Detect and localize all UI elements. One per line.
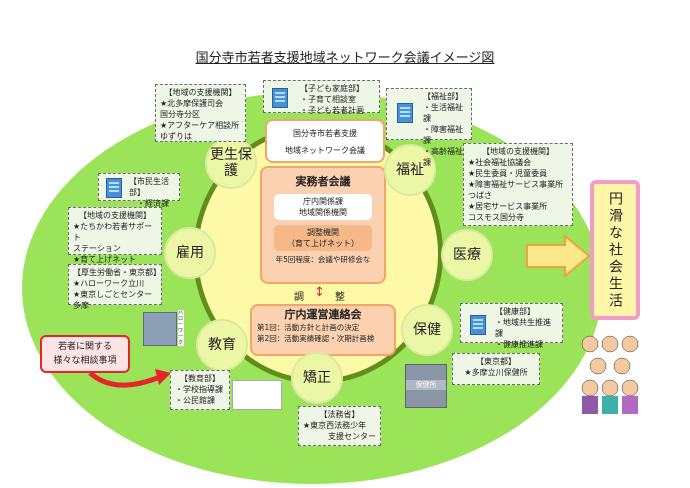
coord-line: （育て上げネット） [287,239,359,248]
hellowork-sign: ハローワーク [178,310,184,346]
renraku-line: 第1回：活動方針と計画の決定 [257,323,360,332]
box-item: ・子育て相談室 [300,95,356,104]
box-item: ★東京西法務少年 [303,421,367,430]
fukushibu-box: 【福祉部】 ・生活福祉課 ・障害福祉課 ・高齢福祉課 [386,88,472,167]
field-iryo: 医療 [441,229,493,281]
support-right-box: 【地域の支援機関】 ★社会福祉協議会 ★民生委員・児童委員 ★障害福祉サービス事… [463,143,573,226]
coordinator-box: 調整機関 （育て上げネット） [274,225,372,251]
double-arrow-icon: ↕ [314,285,325,300]
building-icon [397,103,413,123]
network-line: 国分寺市若者支援 [293,129,357,138]
box-item: ★育て上げネット [73,255,137,264]
jitsumu-title: 実務者会議 [295,175,351,188]
building-icon [106,178,122,198]
shimin-box: 【市民生活部】 ・経済課 [98,173,180,208]
box-head: 【地域の支援機関】 [164,88,237,97]
box-item: ★たちかわ若者サポート [73,222,153,242]
jitsumu-note: 年5回程度：会議や研修会な [275,255,371,264]
box-head: 【教育部】 [180,374,220,383]
school-icon [232,380,282,410]
building-icon [470,315,486,335]
box-item: ・学校指導課 [175,385,223,394]
kenko-box: 【健康部】 ・地域共生推進課 ・健康推進課 [460,303,563,349]
box-item: ★北多摩保護司会 [160,99,224,108]
jitsumu-members: 庁内関係課 地域関係機関 [274,194,372,220]
consult-box: 若者に関する 様々な相談事項 [40,335,130,373]
box-item: ・健康推進課 [495,340,543,349]
box-item: ★社会福祉協議会 [468,158,532,167]
homusho-box: 【法務省】 ★東京西法務少年 支援センター [298,406,381,446]
box-item: ★居宅サービス事業所 [468,202,548,211]
box-item: ・障害福祉課 [423,125,463,145]
cheering-people-icon [581,335,639,414]
box-head: 【厚生労働省・東京都】 [73,268,161,277]
box-head: 【子ども家庭部】 [300,84,364,93]
page-title: 国分寺市若者支援地域ネットワーク会議イメージ図 [195,51,495,66]
hokenjo-building-icon: 保健所 [405,364,447,408]
box-item: 国分寺分区 [160,110,200,119]
box-head: 【地域の支援機関】 [482,147,554,156]
adjust-label: 調 [294,292,304,303]
box-item: ・地域共生推進課 [495,318,551,338]
goal-box: 円滑な社会生活 [590,180,640,320]
field-hoken: 保健 [401,304,453,356]
box-head: 【市民生活部】 [129,177,169,197]
box-item: ・公民館課 [175,396,215,405]
renraku-line: 第2回：活動実績確認・次期計画検 [257,334,375,343]
box-head: 【東京都】 [476,357,516,366]
box-item: コスモス国分寺 [468,213,524,222]
box-item: ★アフターケア相談所 [160,121,240,130]
support-top-box: 【地域の支援機関】 ★北多摩保護司会 国分寺分区 ★アフターケア相談所 ゆずりは [155,84,246,142]
hokenjo-sign: 保健所 [406,380,446,390]
field-kosei: 更生保護 [205,137,257,189]
box-item: ・生活福祉課 [423,103,463,123]
box-item: ゆずりは [160,132,192,141]
box-item: ★多摩立川保健所 [464,368,528,377]
box-item: ★民生委員・児童委員 [468,169,548,178]
adjust-label: 整 [335,292,345,303]
renraku-title: 庁内運営連絡会 [284,308,362,321]
box-head: 【健康部】 [495,307,535,316]
box-head: 【地域の支援機関】 [79,211,151,220]
box-item: ★障害福祉サービス事業所 [468,180,564,189]
kyoikubu-box: 【教育部】 ・学校指導課 ・公民館課 [170,370,230,410]
box-head: 【法務省】 [319,410,360,419]
support-left-box: 【地域の支援機関】 ★たちかわ若者サポート ステーション ★育て上げネット [68,207,162,264]
kosei-rodo-box: 【厚生労働省・東京都】 ★ハローワーク立川 ★東京しごとセンター多摩 [68,264,162,310]
box-item: ・子ども若者計画 [300,106,364,115]
kodomo-box: 【子ども家庭部】 ・子育て相談室 ・子ども若者計画 [263,80,380,115]
member-line: 地域関係機関 [299,208,347,217]
curved-arrow-icon [88,369,171,388]
box-item: 支援センター [328,432,376,441]
box-item: ・高齢福祉課 [423,147,463,167]
box-item: ★東京しごとセンター多摩 [73,290,153,310]
field-kyoiku: 教育 [196,319,248,371]
field-koyo: 雇用 [164,227,216,279]
box-item: ★ハローワーク立川 [73,279,145,288]
building-icon [272,88,288,108]
network-meeting-box: 国分寺市若者支援 地域ネットワーク会議 [265,119,385,163]
box-item: つばさ [468,191,492,200]
box-head: 【福祉部】 [423,92,463,101]
coord-line: 調整機関 [307,228,339,237]
field-fukushi: 福祉 [384,144,436,196]
box-item: ・経済課 [137,199,169,208]
hellowork-building-icon [143,312,177,346]
consult-line: 若者に関する [57,342,112,352]
field-kyosei: 矯正 [291,352,343,404]
jitsumu-box: 実務者会議 庁内関係課 地域関係機関 調整機関 （育て上げネット） 年5回程度：… [260,166,386,284]
member-line: 庁内関係課 [303,197,343,206]
consult-line: 様々な相談事項 [53,356,117,366]
renraku-box: 庁内運営連絡会 第1回：活動方針と計画の決定 第2回：活動実績確認・次期計画検 [250,304,396,356]
tokyo-box: 【東京都】 ★多摩立川保健所 [452,353,540,385]
box-item: ステーション [73,244,121,253]
network-line: 地域ネットワーク会議 [285,146,365,155]
right-arrow-icon [526,235,591,277]
